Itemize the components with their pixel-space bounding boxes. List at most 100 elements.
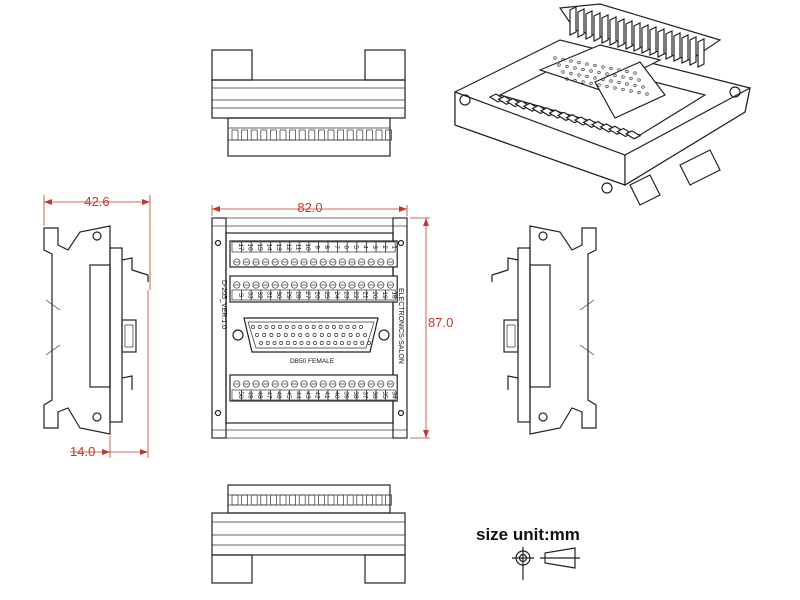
- left-side-view: [43, 225, 149, 435]
- db-pin: [312, 333, 317, 337]
- terminal-number: 19: [381, 291, 388, 299]
- terminal-number: 25: [323, 291, 330, 299]
- terminal-screw-icon: [367, 380, 375, 388]
- terminal-screw-icon: [386, 380, 394, 388]
- terminal-number: 22: [352, 291, 359, 299]
- terminal-screw-icon: [386, 281, 394, 289]
- db-pin: [257, 325, 262, 329]
- terminal-number: 41: [323, 391, 330, 399]
- terminal-screw-icon: [329, 281, 337, 289]
- terminal-number: 47: [266, 391, 273, 399]
- terminal-number: 20: [371, 291, 378, 299]
- terminal-number: 11: [294, 244, 301, 251]
- terminal-number: 21: [362, 291, 369, 299]
- top-view: [211, 49, 406, 157]
- terminal-number: 4: [362, 245, 369, 249]
- db-pin: [334, 333, 339, 337]
- terminal-number: 33: [246, 291, 253, 299]
- db-pin: [346, 341, 351, 345]
- terminal-screw-icon: [310, 281, 318, 289]
- terminal-screw-icon: [348, 258, 356, 266]
- terminal-screw-icon: [252, 281, 260, 289]
- terminal-number: 15: [256, 243, 263, 251]
- db-pin: [327, 333, 331, 337]
- terminal-number: 42: [314, 391, 321, 399]
- terminal-number: 14: [266, 243, 273, 251]
- terminal-number: 13: [275, 243, 282, 251]
- terminal-screw-icon: [300, 380, 308, 388]
- db-pin: [264, 325, 269, 329]
- db-pin: [340, 341, 344, 345]
- db-pin: [286, 341, 290, 345]
- terminal-number: 44: [294, 391, 301, 399]
- db-pin: [341, 333, 346, 337]
- db-pin: [292, 341, 297, 345]
- rail-offset-dimension: 14.0: [70, 290, 149, 459]
- terminal-number: 43: [304, 391, 311, 399]
- terminal-screw-icon: [377, 380, 385, 388]
- db-pin: [345, 325, 350, 329]
- terminal-number: 46: [275, 391, 282, 399]
- db-pin: [283, 333, 288, 337]
- terminal-screw-icon: [386, 258, 394, 266]
- db-pin: [332, 325, 336, 329]
- terminal-number: 16: [246, 243, 253, 251]
- terminal-number: 5: [352, 245, 359, 249]
- db-pin: [319, 341, 324, 345]
- isometric-view: [454, 3, 751, 206]
- terminal-number: 12: [285, 243, 292, 251]
- terminal-screw-icon: [377, 281, 385, 289]
- width-dimension: 82.0: [211, 200, 408, 216]
- db-pin: [348, 333, 353, 337]
- terminal-number: 48: [256, 391, 263, 399]
- db-pin: [359, 325, 363, 329]
- terminal-screw-icon: [242, 380, 250, 388]
- terminal-screw-icon: [358, 380, 366, 388]
- terminal-screw-icon: [367, 258, 375, 266]
- terminal-number: 6: [342, 245, 349, 249]
- width-value: 82.0: [297, 200, 322, 215]
- terminal-number: 38: [352, 391, 359, 399]
- connector-label: DB50 FEMALE: [290, 358, 335, 365]
- db-pin: [353, 341, 358, 345]
- terminal-screw-icon: [290, 380, 298, 388]
- db-pin: [305, 333, 310, 337]
- terminal-number: 18: [390, 291, 397, 299]
- db-pin: [265, 341, 270, 345]
- terminal-number: 29: [285, 291, 292, 299]
- terminal-screw-icon: [319, 380, 327, 388]
- terminal-number: 7: [333, 245, 340, 249]
- db-pin: [367, 341, 371, 345]
- terminal-number: 34: [390, 391, 397, 399]
- version-label: D-205_VER:1.0: [220, 280, 227, 329]
- terminal-screw-icon: [271, 281, 279, 289]
- terminal-number: 10: [304, 243, 311, 251]
- terminal-screw-icon: [290, 258, 298, 266]
- terminal-number: 39: [342, 391, 349, 399]
- terminal-number: 40: [333, 391, 340, 399]
- terminal-screw-icon: [281, 380, 289, 388]
- terminal-number: 36: [371, 391, 378, 399]
- db-pin: [291, 325, 296, 329]
- db-pin: [363, 333, 367, 337]
- db-pin: [279, 341, 284, 345]
- db-pin: [255, 333, 259, 337]
- db-pin: [278, 325, 282, 329]
- terminal-screw-icon: [271, 258, 279, 266]
- db-pin: [251, 325, 255, 329]
- terminal-number: 31: [266, 291, 273, 299]
- terminal-screw-icon: [367, 281, 375, 289]
- height-dimension: 87.0: [410, 217, 453, 439]
- terminal-screw-icon: [358, 281, 366, 289]
- terminal-number: 35: [381, 391, 388, 399]
- terminal-screw-icon: [252, 380, 260, 388]
- terminal-screw-icon: [242, 258, 250, 266]
- terminal-screw-icon: [252, 258, 260, 266]
- terminal-screw-icon: [377, 258, 385, 266]
- terminal-screw-icon: [358, 258, 366, 266]
- terminal-screw-icon: [290, 281, 298, 289]
